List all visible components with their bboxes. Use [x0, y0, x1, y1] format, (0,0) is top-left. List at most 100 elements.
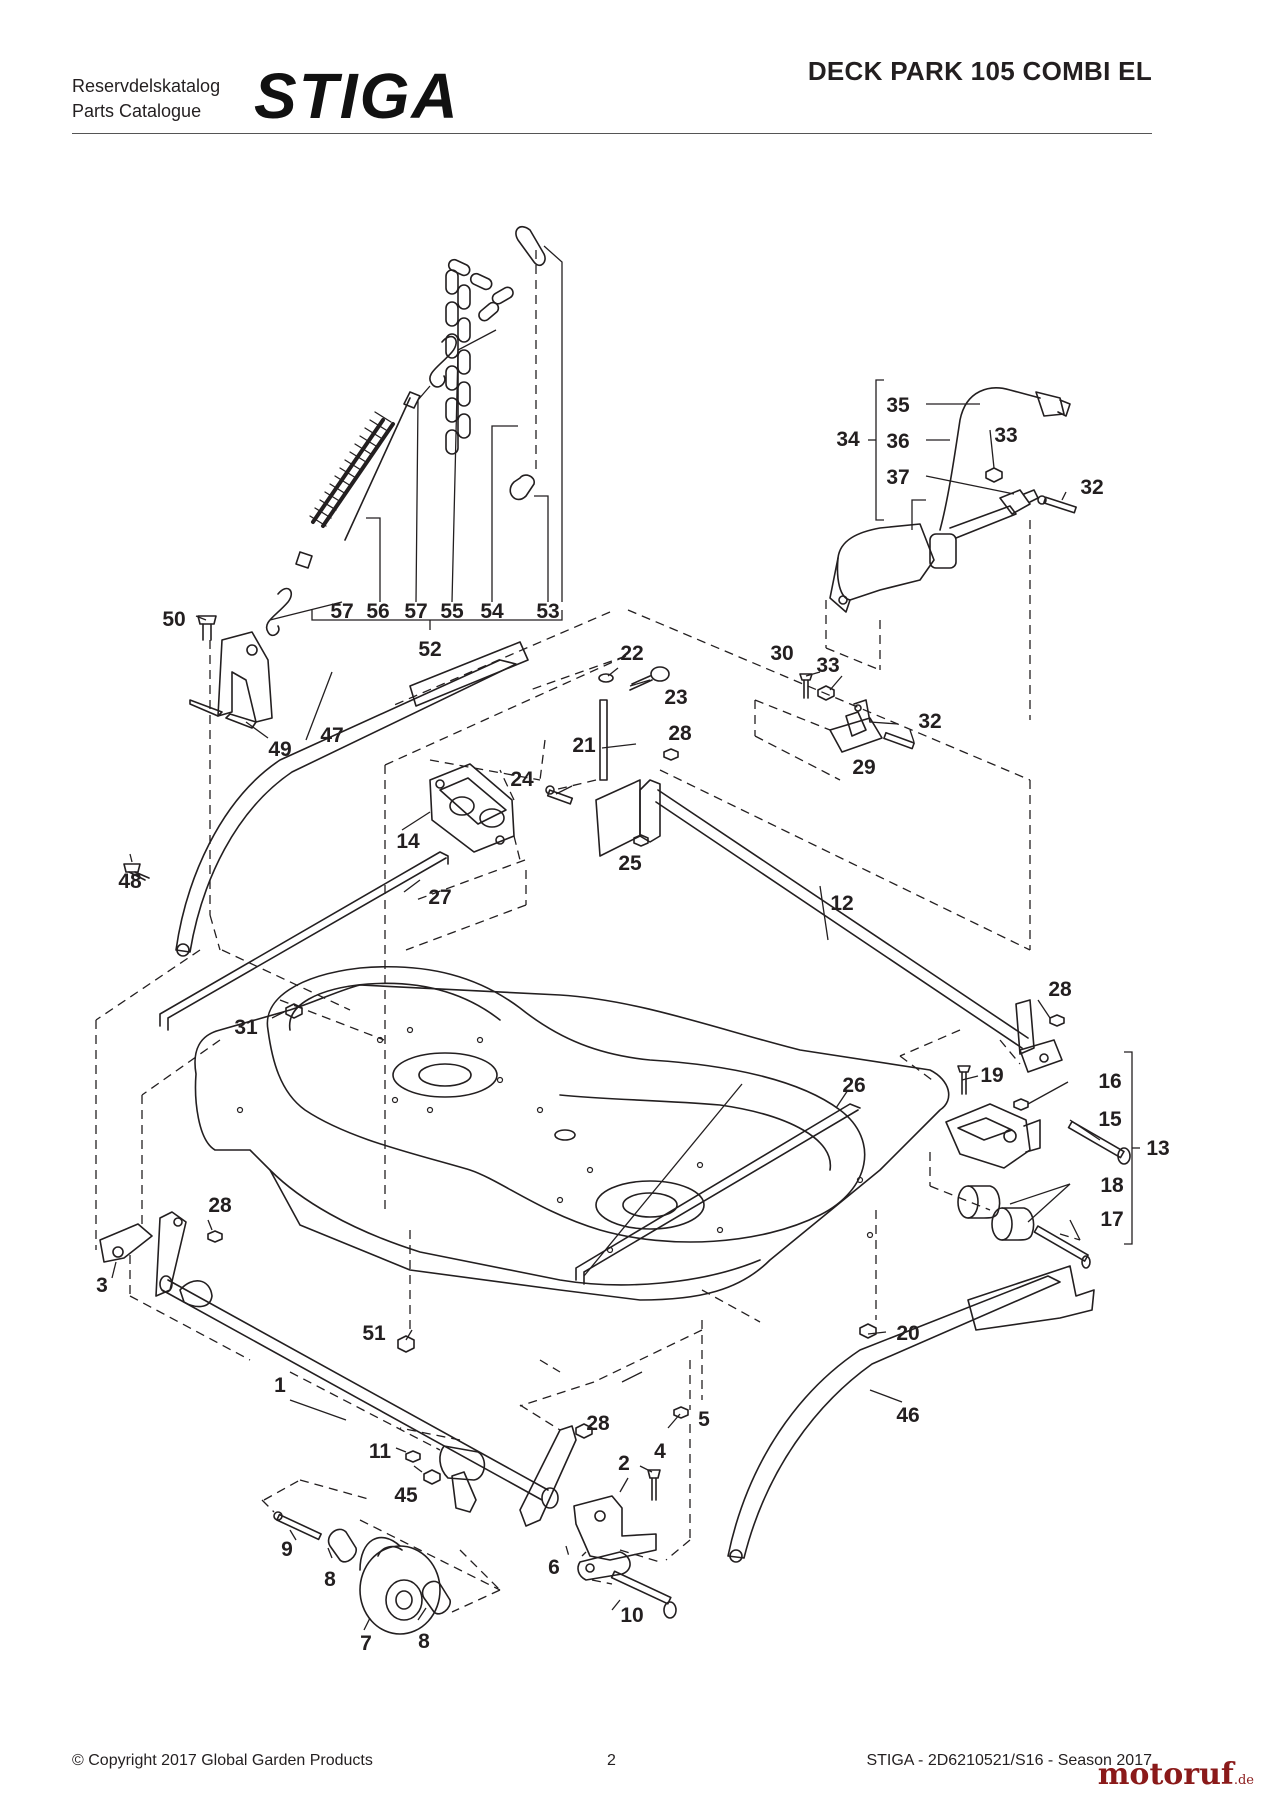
bracket-6	[577, 1551, 631, 1581]
washer-45	[423, 1469, 441, 1485]
callout-28d: 28	[586, 1412, 610, 1435]
bolt-48	[123, 863, 150, 881]
callout-45: 45	[394, 1484, 418, 1507]
watermark-text: motoruf	[1097, 1757, 1234, 1792]
callout-16: 16	[1098, 1070, 1121, 1093]
nut-33-top	[985, 467, 1003, 483]
callout-33b: 33	[816, 654, 839, 677]
deck-bolt-holes	[236, 1026, 874, 1254]
bolt-4	[647, 1469, 661, 1501]
callout-28a: 28	[668, 722, 692, 745]
callout-30: 30	[770, 642, 793, 665]
callout-56: 56	[366, 600, 389, 623]
bushing-8a	[327, 1528, 357, 1563]
nut-31	[285, 1003, 303, 1019]
axle-1	[159, 1275, 549, 1501]
link-rod-26	[575, 1103, 861, 1285]
nut-28-left	[207, 1230, 223, 1243]
page-title: DECK PARK 105 COMBI EL	[807, 56, 1152, 86]
callout-12: 12	[830, 892, 853, 915]
actuator-34	[829, 387, 1071, 613]
callout-50: 50	[162, 608, 185, 631]
callout-21: 21	[572, 734, 596, 757]
callout-8a: 8	[324, 1568, 336, 1591]
callout-46: 46	[896, 1404, 919, 1427]
callout-26: 26	[842, 1074, 865, 1097]
callout-32a: 32	[1080, 476, 1103, 499]
lift-bracket-49	[189, 631, 273, 729]
callout-1: 1	[274, 1374, 286, 1397]
roller-18b	[991, 1207, 1035, 1241]
nut-20	[859, 1323, 877, 1339]
callout-48: 48	[118, 870, 142, 893]
callout-5: 5	[698, 1408, 710, 1431]
header-divider	[72, 133, 1152, 134]
callout-27: 27	[428, 886, 451, 909]
callout-36: 36	[886, 430, 909, 453]
callout-13: 13	[1146, 1137, 1169, 1160]
bolt-50	[197, 615, 217, 641]
bracket-front-right	[451, 1425, 577, 1527]
nut-25	[633, 834, 649, 847]
callout-33a: 33	[994, 424, 1017, 447]
leader-lines	[111, 245, 1140, 1631]
bolt-30	[799, 673, 813, 699]
callout-7: 7	[360, 1632, 372, 1655]
pin-21	[599, 699, 608, 781]
pivot-bracket-14	[429, 763, 515, 853]
stiga-logo: STIGA	[254, 66, 460, 124]
callout-52: 52	[418, 638, 441, 661]
callout-10: 10	[620, 1604, 643, 1627]
callout-28c: 28	[208, 1194, 232, 1217]
footer-page-number: 2	[607, 1752, 616, 1769]
bracket-2	[573, 1495, 657, 1561]
nut-28-right	[1049, 1014, 1065, 1027]
nut-11	[405, 1450, 421, 1463]
pin-17	[1033, 1225, 1091, 1269]
callout-4: 4	[654, 1440, 666, 1463]
axle-9	[273, 1511, 322, 1541]
callout-17: 17	[1100, 1208, 1123, 1231]
callout-54: 54	[480, 600, 504, 623]
callout-22: 22	[620, 642, 643, 665]
callout-35: 35	[886, 394, 910, 417]
callout-34: 34	[836, 428, 860, 451]
callout-47: 47	[320, 724, 343, 747]
watermark: motoruf.de	[1098, 1757, 1254, 1792]
callout-18: 18	[1100, 1174, 1124, 1197]
link-rod-27	[159, 851, 449, 1031]
callout-11: 11	[369, 1440, 392, 1463]
washer-5	[673, 1406, 689, 1419]
callout-23: 23	[664, 686, 687, 709]
lift-arm-46	[727, 1265, 1095, 1563]
catalog-label: Reservdelskatalog Parts Catalogue	[72, 74, 220, 124]
callout-24: 24	[510, 768, 534, 791]
assembly-guide-lines	[95, 250, 1081, 1613]
roller-bracket-13	[945, 1103, 1041, 1169]
callout-31: 31	[234, 1016, 258, 1039]
callout-29: 29	[852, 756, 875, 779]
bolt-24	[545, 785, 574, 805]
clip-23	[629, 666, 670, 691]
callout-51: 51	[362, 1322, 386, 1345]
wheel-7	[359, 1536, 441, 1635]
roller-18a	[957, 1185, 1001, 1219]
shaft-12	[595, 779, 1063, 1073]
callout-57b: 57	[404, 600, 427, 623]
brand-logo-text: STIGA	[254, 66, 460, 124]
callout-53a: 53	[536, 600, 559, 623]
callout-15: 15	[1098, 1108, 1122, 1131]
callout-25: 25	[618, 852, 642, 875]
catalog-label-en: Parts Catalogue	[72, 101, 202, 121]
catalog-label-sv: Reservdelskatalog	[72, 76, 221, 96]
watermark-suffix: .de	[1233, 1773, 1254, 1788]
pin-32-top	[1037, 495, 1077, 514]
callout-20: 20	[896, 1322, 919, 1345]
callout-3: 3	[96, 1274, 108, 1297]
callout-57a: 57	[330, 600, 353, 623]
nut-51	[397, 1335, 415, 1353]
callout-55: 55	[440, 600, 464, 623]
callout-28b: 28	[1048, 978, 1072, 1001]
callout-numbers: 1 2 3 4 5 6 7 8 8 8 9 10 11 12 13 14 15 …	[96, 394, 1170, 1655]
